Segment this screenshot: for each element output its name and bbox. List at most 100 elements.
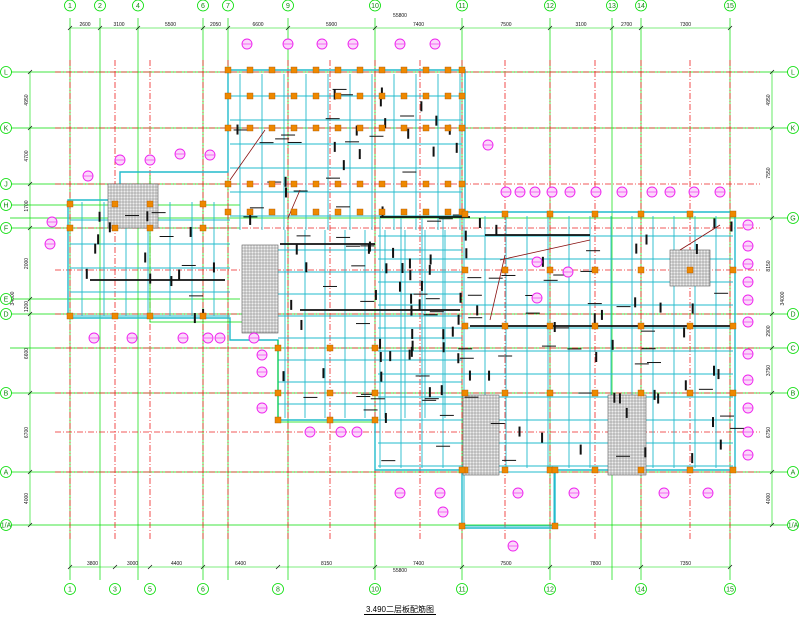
dim-bottom-label: 7500	[500, 561, 511, 567]
dim-top-label: 2050	[210, 22, 221, 28]
section-tag	[351, 426, 363, 438]
section-tag	[241, 38, 253, 50]
axis-bubble-circle	[787, 387, 799, 399]
dim-right-tick	[769, 215, 775, 221]
section-tag	[114, 154, 126, 166]
column	[146, 312, 154, 320]
section-tag	[531, 292, 543, 304]
column	[461, 210, 469, 218]
dim-left-tick	[27, 522, 33, 528]
column	[686, 322, 694, 330]
axis-bubble-right: A	[787, 466, 799, 478]
axis-bubble-label: 13	[608, 3, 616, 10]
axis-bubble-top: 1	[64, 0, 76, 12]
section-tag	[514, 186, 526, 198]
column	[111, 224, 119, 232]
column	[378, 180, 386, 188]
axis-bubble-label: 8	[276, 587, 280, 594]
section-tag	[434, 487, 446, 499]
dim-right-tick	[769, 311, 775, 317]
axis-bubble-right: B	[787, 387, 799, 399]
axis-bubble-circle	[0, 308, 12, 320]
column	[146, 224, 154, 232]
axis-bubble-right: G	[787, 212, 799, 224]
section-tag	[144, 154, 156, 166]
section-tag	[256, 402, 268, 414]
section-tag	[742, 276, 754, 288]
column	[546, 210, 554, 218]
axis-bubble-label: 11	[458, 3, 465, 10]
structure-walls	[67, 69, 736, 529]
column	[546, 266, 554, 274]
axis-bubble-top: 15	[724, 0, 736, 12]
axis-bubble-left: B	[0, 387, 12, 399]
axis-bubble-label: K	[791, 126, 796, 133]
axis-bubble-left: D	[0, 308, 12, 320]
column	[371, 344, 379, 352]
axis-bubble-bottom: 6	[197, 583, 209, 595]
column	[378, 124, 386, 132]
dim-bottom-label: 6400	[235, 561, 246, 567]
axis-bubble-circle	[787, 308, 799, 320]
column	[290, 92, 298, 100]
axis-bubble-top: 7	[222, 0, 234, 12]
axis-bubble-left: E	[0, 293, 12, 305]
dim-left-label: 6600	[24, 348, 30, 359]
column	[268, 66, 276, 74]
axis-bubble-label: G	[790, 216, 795, 223]
column	[246, 208, 254, 216]
axis-bubble-right: D	[787, 308, 799, 320]
axis-bubble-circle	[272, 583, 284, 595]
column	[66, 312, 74, 320]
column	[458, 124, 466, 132]
column	[591, 322, 599, 330]
dim-top-label: 7500	[500, 22, 511, 28]
axis-bubble-bottom: 8	[272, 583, 284, 595]
section-tag	[742, 402, 754, 414]
axis-bubble-right: 1/A	[787, 519, 799, 531]
dim-top-label: 7400	[413, 22, 424, 28]
section-tag	[742, 449, 754, 461]
dim-right-label: 4000	[766, 493, 772, 504]
axis-bubble-circle	[132, 0, 144, 12]
column	[400, 92, 408, 100]
axis-bubble-bottom: 3	[109, 583, 121, 595]
section-tag	[742, 258, 754, 270]
dim-left-label: 6700	[24, 427, 30, 438]
axis-bubble-left: K	[0, 122, 12, 134]
axis-bubble-circle	[94, 0, 106, 12]
dim-bottom-tick	[459, 564, 465, 570]
axis-bubble-left: F	[0, 222, 12, 234]
axis-bubble-label: D	[790, 312, 795, 319]
column	[501, 466, 509, 474]
column	[458, 92, 466, 100]
section-tag	[742, 374, 754, 386]
axis-bubble-top: 11	[456, 0, 468, 12]
dim-bottom-label: 3800	[87, 561, 98, 567]
section-tag	[248, 332, 260, 344]
column	[729, 389, 737, 397]
axis-bubble-circle	[0, 199, 12, 211]
axis-bubble-circle	[635, 0, 647, 12]
column	[686, 466, 694, 474]
dim-right-tick	[769, 522, 775, 528]
dim-bottom-tick	[147, 564, 153, 570]
section-tag	[742, 294, 754, 306]
column	[334, 92, 342, 100]
axis-bubble-label: B	[791, 391, 796, 398]
dim-bottom-tick	[547, 564, 553, 570]
axis-bubble-label: A	[4, 470, 9, 477]
column	[729, 322, 737, 330]
column	[422, 66, 430, 74]
dim-bottom-label: 8150	[321, 561, 332, 567]
dim-right-label: 8150	[766, 260, 772, 271]
dim-left-tick	[27, 311, 33, 317]
section-tag	[564, 186, 576, 198]
dim-right-label: 2900	[766, 325, 772, 336]
column	[356, 180, 364, 188]
dim-bottom-tick	[67, 564, 73, 570]
section-tag	[335, 426, 347, 438]
column	[246, 124, 254, 132]
column	[371, 389, 379, 397]
axis-bubble-bottom: 5	[144, 583, 156, 595]
